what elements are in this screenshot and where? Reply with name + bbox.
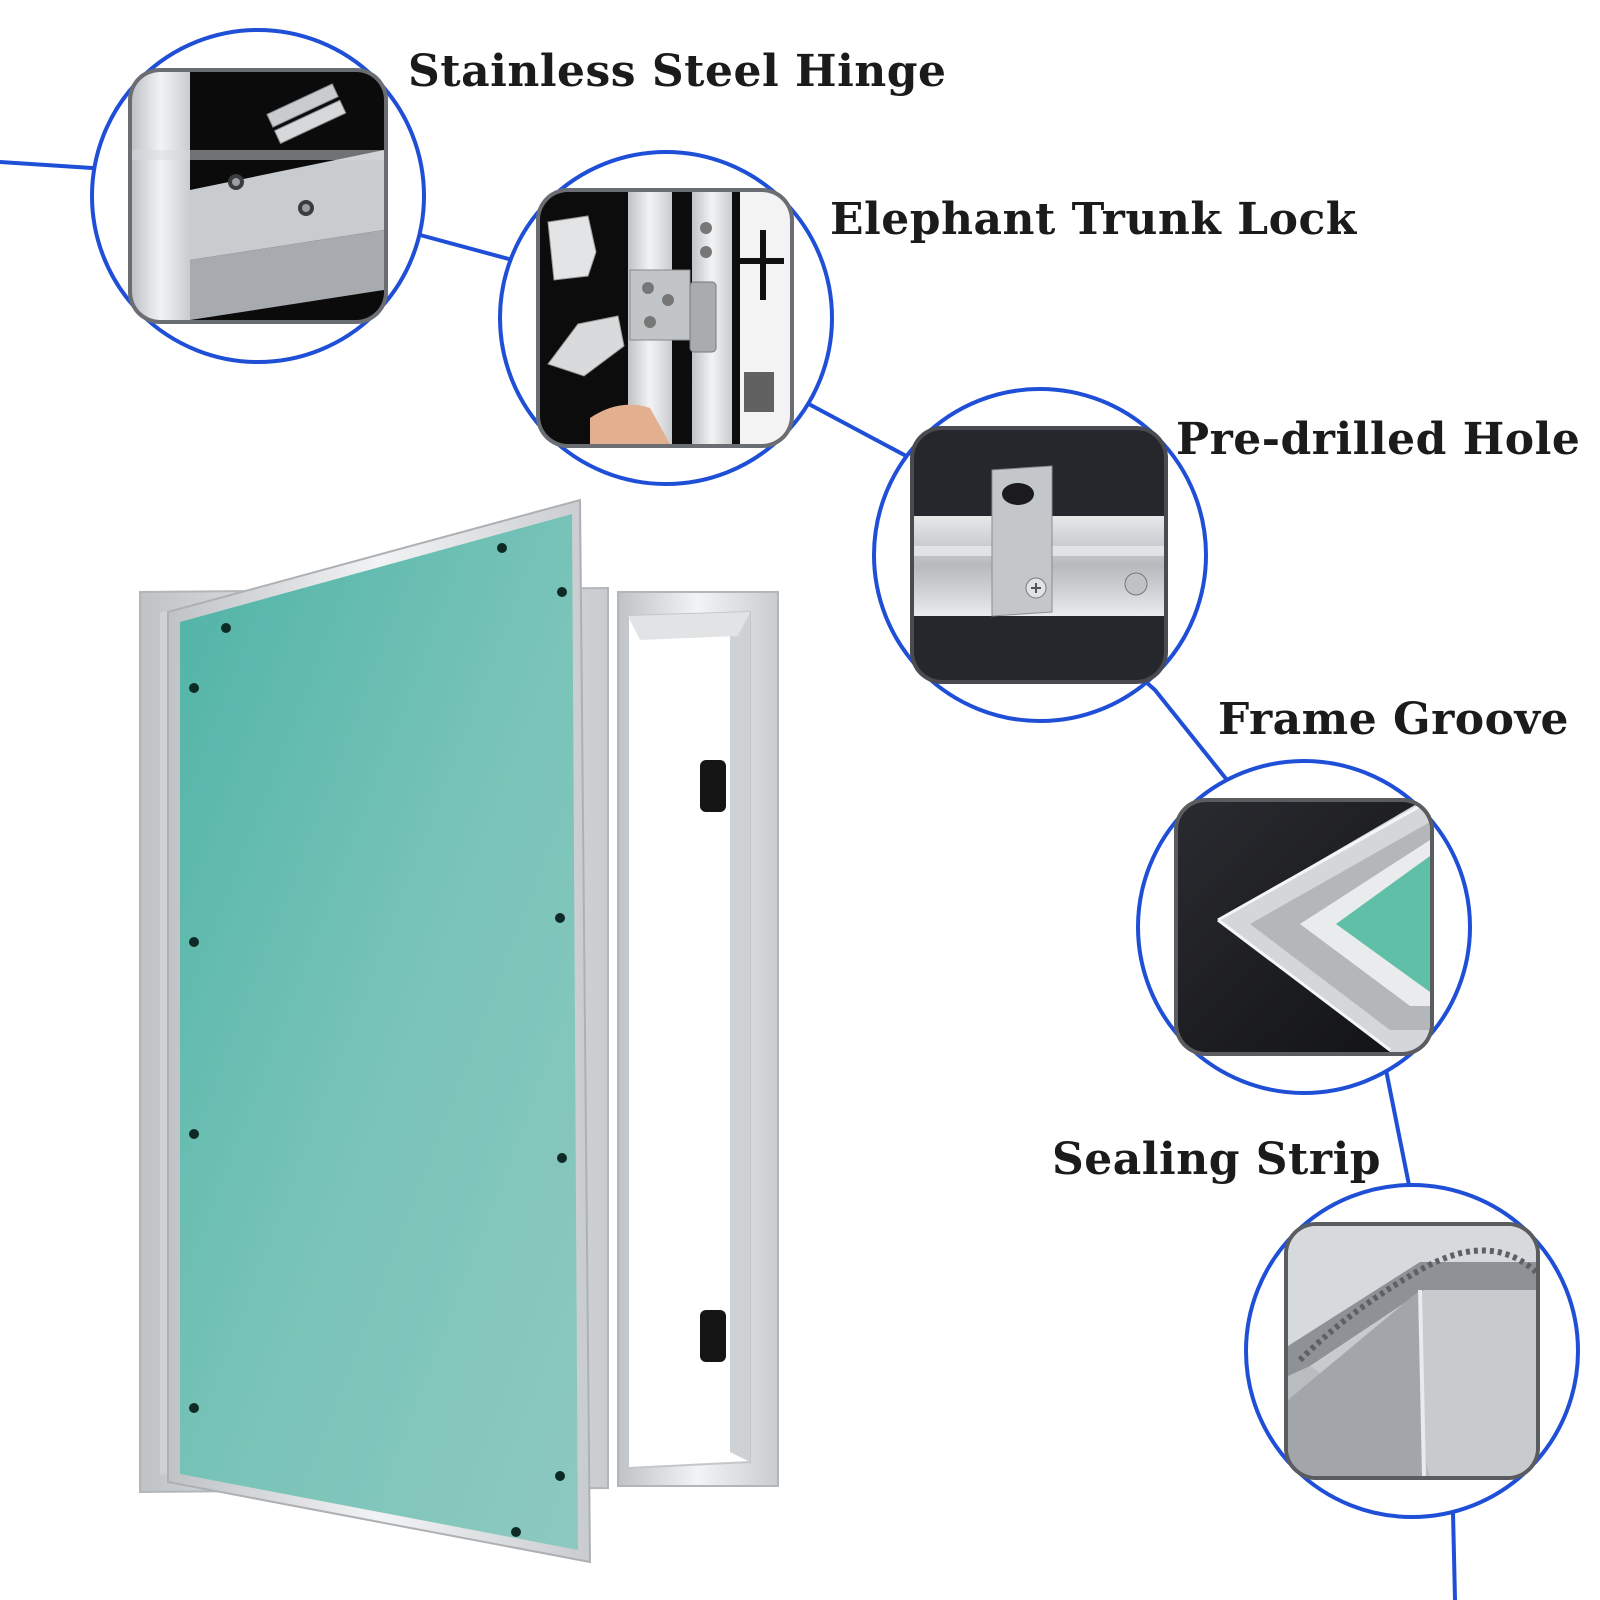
sealing-strip-closeup-icon	[1284, 1222, 1540, 1480]
label-pre-drilled-hole: Pre-drilled Hole	[1176, 414, 1581, 465]
label-sealing-strip: Sealing Strip	[1052, 1134, 1382, 1185]
frame-groove-closeup-icon	[1174, 798, 1434, 1056]
latch-clip-top	[700, 760, 726, 812]
panel-gypsum-board	[180, 514, 578, 1550]
latch-clip-bottom	[700, 1310, 726, 1362]
drilled-hole-closeup-icon	[910, 426, 1168, 684]
label-frame-groove: Frame Groove	[1218, 694, 1570, 745]
label-stainless-steel-hinge: Stainless Steel Hinge	[408, 46, 947, 97]
hinge-closeup-icon	[128, 68, 388, 324]
label-elephant-trunk-lock: Elephant Trunk Lock	[830, 194, 1357, 245]
access-panel-illustration	[139, 498, 779, 1564]
lock-closeup-icon	[536, 188, 794, 448]
panel-screw-holes	[189, 543, 567, 1537]
